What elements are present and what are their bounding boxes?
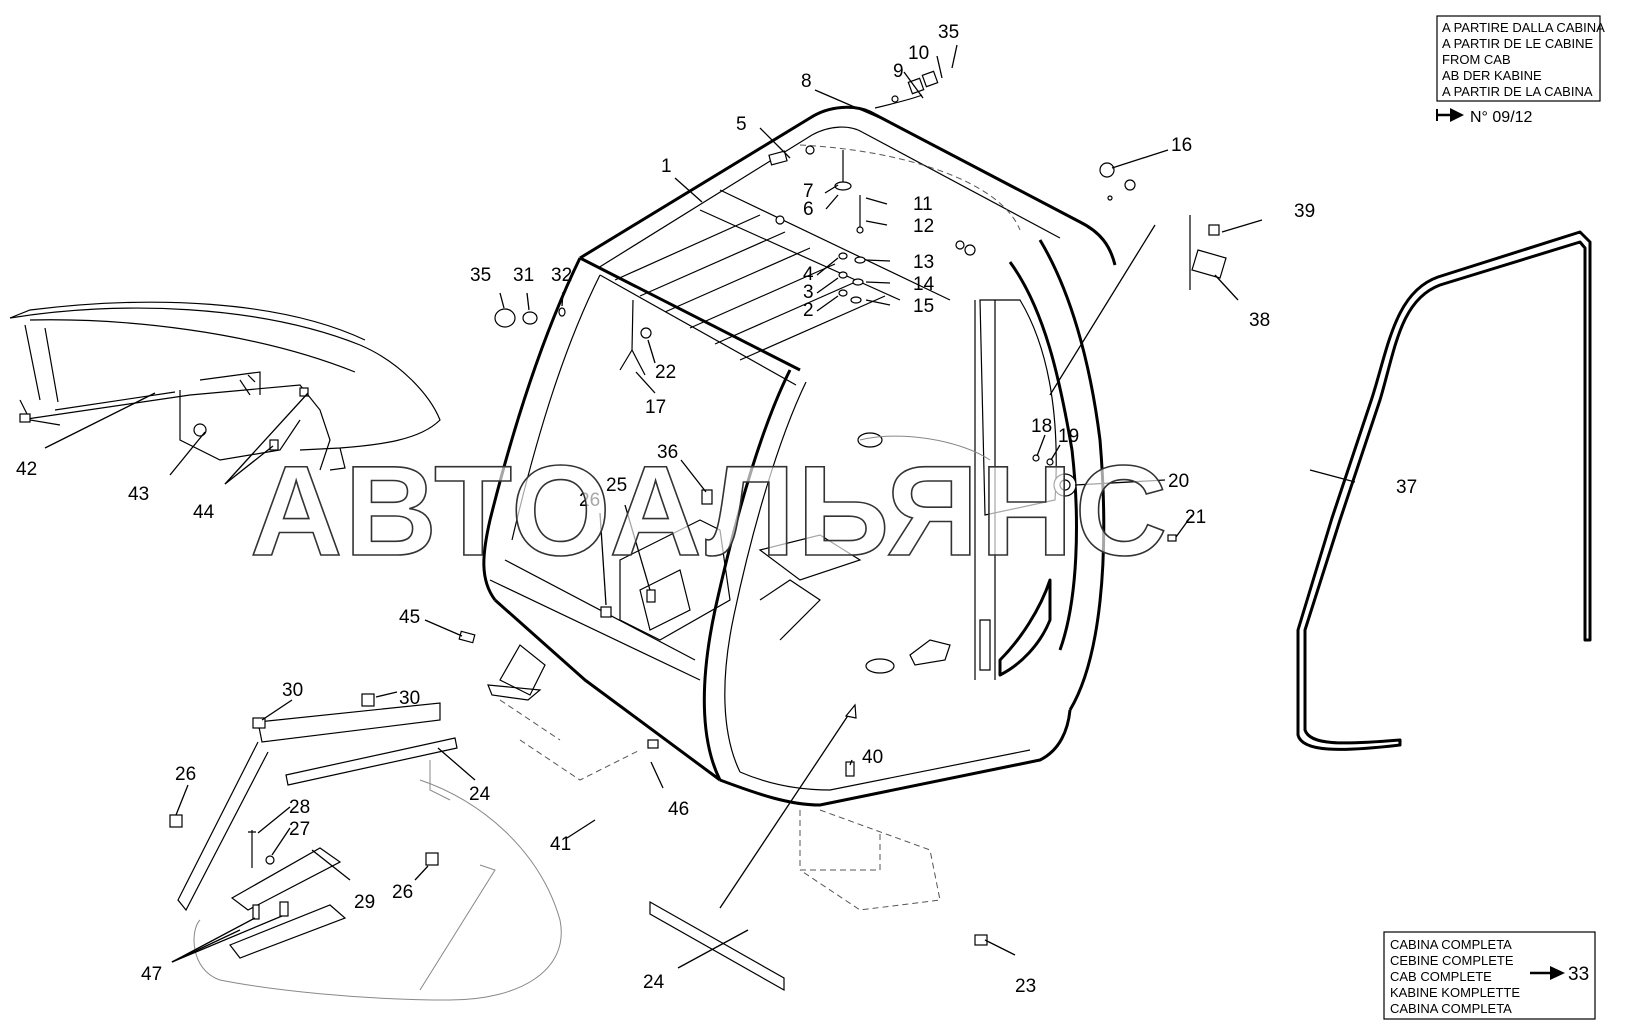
callout-37: 37 [1396,477,1417,498]
callout-7: 7 [803,181,814,202]
complete-cab-line-1: CABINA COMPLETA [1390,937,1512,952]
cab-frame-drawing [482,105,1117,911]
callout-24-lower: 24 [643,972,665,993]
callout-labels: 1 2 3 4 5 6 7 8 9 10 11 12 13 14 15 16 3… [16,22,1417,997]
callout-8: 8 [801,71,812,92]
complete-cab-box [1383,931,1596,1020]
serial-note-box [1436,15,1601,102]
callout-13: 13 [913,252,934,273]
callout-27: 27 [289,819,310,840]
callout-46: 46 [668,799,689,820]
callout-20: 20 [1168,471,1189,492]
callout-4: 4 [803,264,814,285]
callout-39: 39 [1294,201,1315,222]
callout-47: 47 [141,964,162,985]
serial-note-line-4: AB DER KABINE [1442,68,1542,83]
watermark-text: АВТОАЛЬЯНС [250,440,1169,583]
callout-26-lower: 26 [392,882,413,903]
callout-18: 18 [1031,416,1052,437]
leader-lines [44,44,1356,969]
serial-note-line-2: A PARTIR DE LE CABINE [1442,36,1594,51]
complete-cab-line-4: KABINE KOMPLETTE [1390,985,1520,1000]
callout-38: 38 [1249,310,1270,331]
callout-23: 23 [1015,976,1036,997]
callout-43: 43 [128,484,149,505]
callout-32: 32 [551,265,572,286]
callout-9: 9 [893,61,904,82]
from-serial-arrow-icon [1436,108,1464,122]
callout-17: 17 [645,397,666,418]
callout-15: 15 [913,296,934,317]
serial-note-line-5: A PARTIR DE LA CABINA [1442,84,1593,99]
callout-22: 22 [655,362,676,383]
callout-12: 12 [913,216,934,237]
callout-30-right: 30 [399,688,420,709]
callout-36: 36 [657,442,678,463]
callout-28: 28 [289,797,310,818]
callout-42: 42 [16,459,37,480]
callout-14: 14 [913,274,935,295]
callout-44: 44 [193,502,215,523]
callout-41: 41 [550,834,571,855]
serial-number: N° 09/12 [1470,109,1533,126]
complete-cab-note: CABINA COMPLETA CEBINE COMPLETE CAB COMP… [1383,931,1596,1020]
serial-note-line-1: A PARTIRE DALLA CABINA [1442,20,1605,35]
hood-assembly-drawing [9,301,441,471]
callout-2: 2 [803,300,814,321]
complete-cab-line-2: CEBINE COMPLETE [1390,953,1514,968]
callout-11: 11 [913,194,933,215]
callout-30-left: 30 [282,680,303,701]
callout-35-left: 35 [470,265,491,286]
callout-35-top: 35 [938,22,959,43]
callout-40: 40 [862,747,883,768]
callout-5: 5 [736,114,747,135]
callout-24-upper: 24 [469,784,491,805]
callout-16: 16 [1171,135,1192,156]
complete-cab-ref: 33 [1568,964,1589,985]
callout-31: 31 [513,265,534,286]
callout-45: 45 [399,607,420,628]
callout-26-cab: 26 [579,490,600,511]
callout-21: 21 [1185,507,1206,528]
see-ref-arrow-icon [1530,966,1565,980]
complete-cab-line-3: CAB COMPLETE [1390,969,1492,984]
complete-cab-line-5: CABINA COMPLETA [1390,1001,1512,1016]
callout-25: 25 [606,475,627,496]
callout-10: 10 [908,43,929,64]
serial-note: A PARTIRE DALLA CABINA A PARTIR DE LE CA… [1436,15,1605,126]
small-parts-drawing [169,70,1592,1001]
callout-6: 6 [803,199,814,220]
callout-19: 19 [1058,426,1079,447]
callout-1: 1 [661,156,672,177]
callout-29: 29 [354,892,375,913]
callout-3: 3 [803,282,814,303]
callout-26-left: 26 [175,764,196,785]
serial-note-line-3: FROM CAB [1442,52,1511,67]
